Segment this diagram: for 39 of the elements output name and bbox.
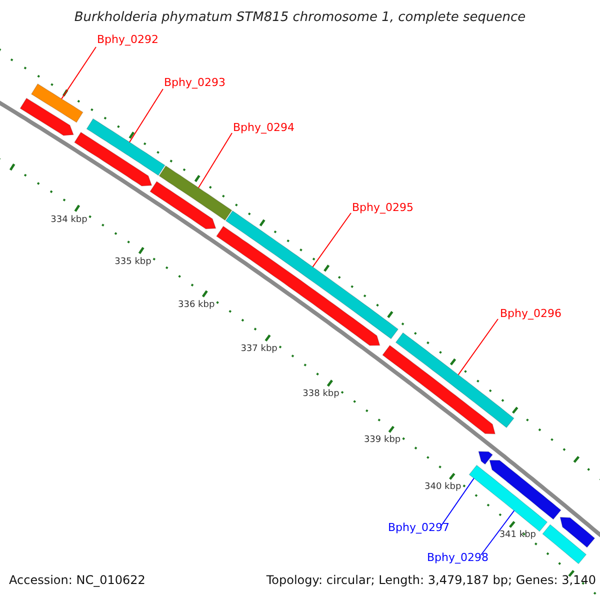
gene-label: Bphy_0298 [427,552,489,563]
leader-line [61,46,96,100]
scale-label: 336 kbp [177,301,216,310]
gene-feature-bar [30,83,84,123]
leader-line [458,318,498,376]
scale-label: 338 kbp [302,390,340,400]
gene-feature-bar [395,332,514,428]
gene-feature-block [560,516,596,548]
scale-label: 339 kbp [362,436,402,446]
gene-feature-bar [158,165,232,221]
gene-label: Bphy_0292 [97,34,159,45]
leader-line [312,212,352,268]
gene-feature-block [216,226,380,346]
scale-label: 334 kbp [50,216,88,225]
gene-label: Bphy_0297 [388,522,450,533]
scale-label: 337 kbp [240,345,278,354]
gene-feature-bar [86,118,166,176]
gene-feature-block [478,451,494,465]
gene-feature-block [20,98,74,136]
gene-feature-block [489,460,562,520]
gene-feature-block [74,132,152,186]
diagram-title: Burkholderia phymatum STM815 chromosome 1, complete sequence [73,11,527,24]
scale-label: 335 kbp [114,258,152,268]
leader-line [129,88,164,143]
leader-line [480,510,515,556]
gene-label: Bphy_0295 [352,202,414,213]
gene-feature-block [150,180,216,230]
scale-label: 341 kbp [498,531,537,540]
scale-label: 340 kbp [424,483,462,492]
leader-line [198,132,232,188]
footer-text: Accession: NC_010622 [9,574,146,586]
gene-feature-bar [468,464,548,532]
gene-label: Bphy_0296 [500,308,562,319]
leader-line [440,478,474,526]
gene-feature-bar [542,524,587,564]
footer-text: Topology: circular; Length: 3,479,187 bp; Genes: 3,140 [266,574,596,586]
gene-feature-block [382,344,496,434]
gene-label: Bphy_0294 [233,122,295,133]
gene-label: Bphy_0293 [164,77,226,88]
